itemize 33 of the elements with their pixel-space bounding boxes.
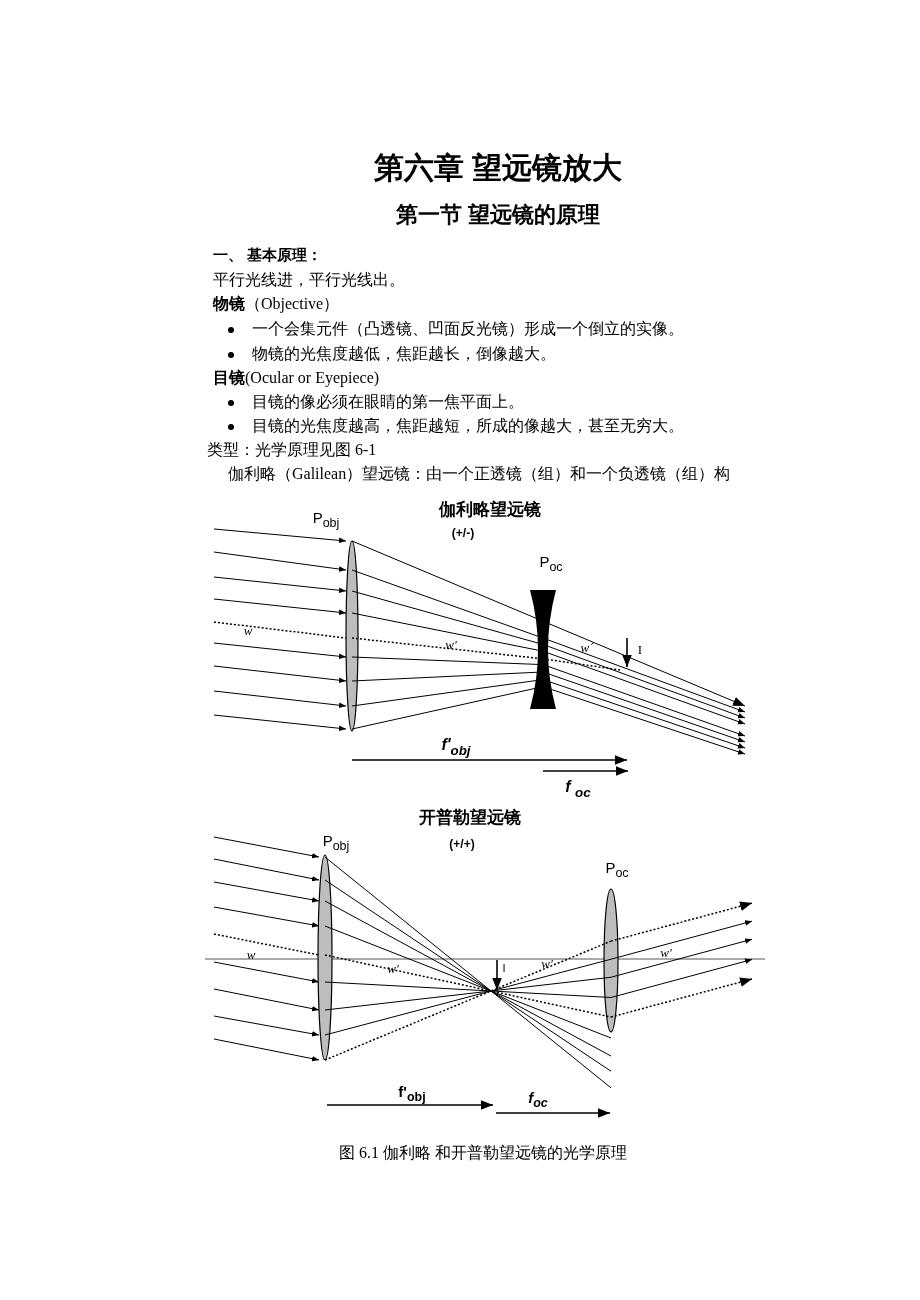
section-heading: 第一节 望远镜的原理 — [396, 201, 600, 229]
text: 类型：光学原理见图 6-1 — [207, 440, 377, 460]
figure-heading: 伽利略望远镜 — [439, 499, 541, 521]
image-label: I — [502, 962, 506, 976]
angle-label: w' — [541, 956, 553, 972]
focal-length-label: f'$_{obj}$ — [441, 735, 471, 759]
focal-length-label: f$_{oc}$ — [528, 1089, 548, 1111]
text: 平行光线进，平行光线出。 — [213, 270, 405, 290]
chapter-title: 第六章 望远镜放大 — [374, 150, 622, 186]
focal-length-label: f'$_{obj}$ — [398, 1083, 426, 1105]
lens-label: P$_{obj}$ — [312, 509, 340, 531]
figure-caption: 图 6.1 伽利略 和开普勒望远镜的光学原理 — [339, 1143, 627, 1163]
heading: 一、 基本原理： — [213, 246, 322, 264]
bullet-text: 一个会集元件（凸透镜、凹面反光镜）形成一个倒立的实像。 — [252, 319, 684, 339]
angle-label: w' — [445, 637, 457, 653]
bullet-text: 目镜的光焦度越高，焦距越短，所成的像越大，甚至无穷大。 — [252, 416, 684, 436]
angle-label: w — [246, 947, 256, 963]
text: 物镜（Objective） — [213, 294, 340, 314]
text: 伽利略（Galilean）望远镜：由一个正透镜（组）和一个负透镜（组）构 — [228, 464, 731, 484]
focal-length-label: f $_{oc}$ — [565, 777, 591, 801]
bullet-text: 目镜的像必须在眼睛的第一焦平面上。 — [252, 392, 524, 412]
angle-label: w' — [660, 945, 672, 961]
lens-label: P$_{oc}$ — [605, 859, 629, 881]
image-label: I — [637, 642, 643, 658]
figure-heading: 开普勒望远镜 — [419, 807, 521, 829]
sign-label: (+/+) — [449, 836, 475, 852]
angle-label: w´ — [580, 640, 594, 656]
sign-label: (+/-) — [451, 525, 475, 541]
bullet-text: 物镜的光焦度越低，焦距越长，倒像越大。 — [252, 344, 556, 364]
angle-label: w — [243, 623, 253, 639]
text: 目镜(Ocular or Eyepiece) — [213, 368, 380, 388]
lens-label: P$_{oc}$ — [539, 553, 563, 575]
lens-label: P$_{obj}$ — [322, 832, 350, 854]
